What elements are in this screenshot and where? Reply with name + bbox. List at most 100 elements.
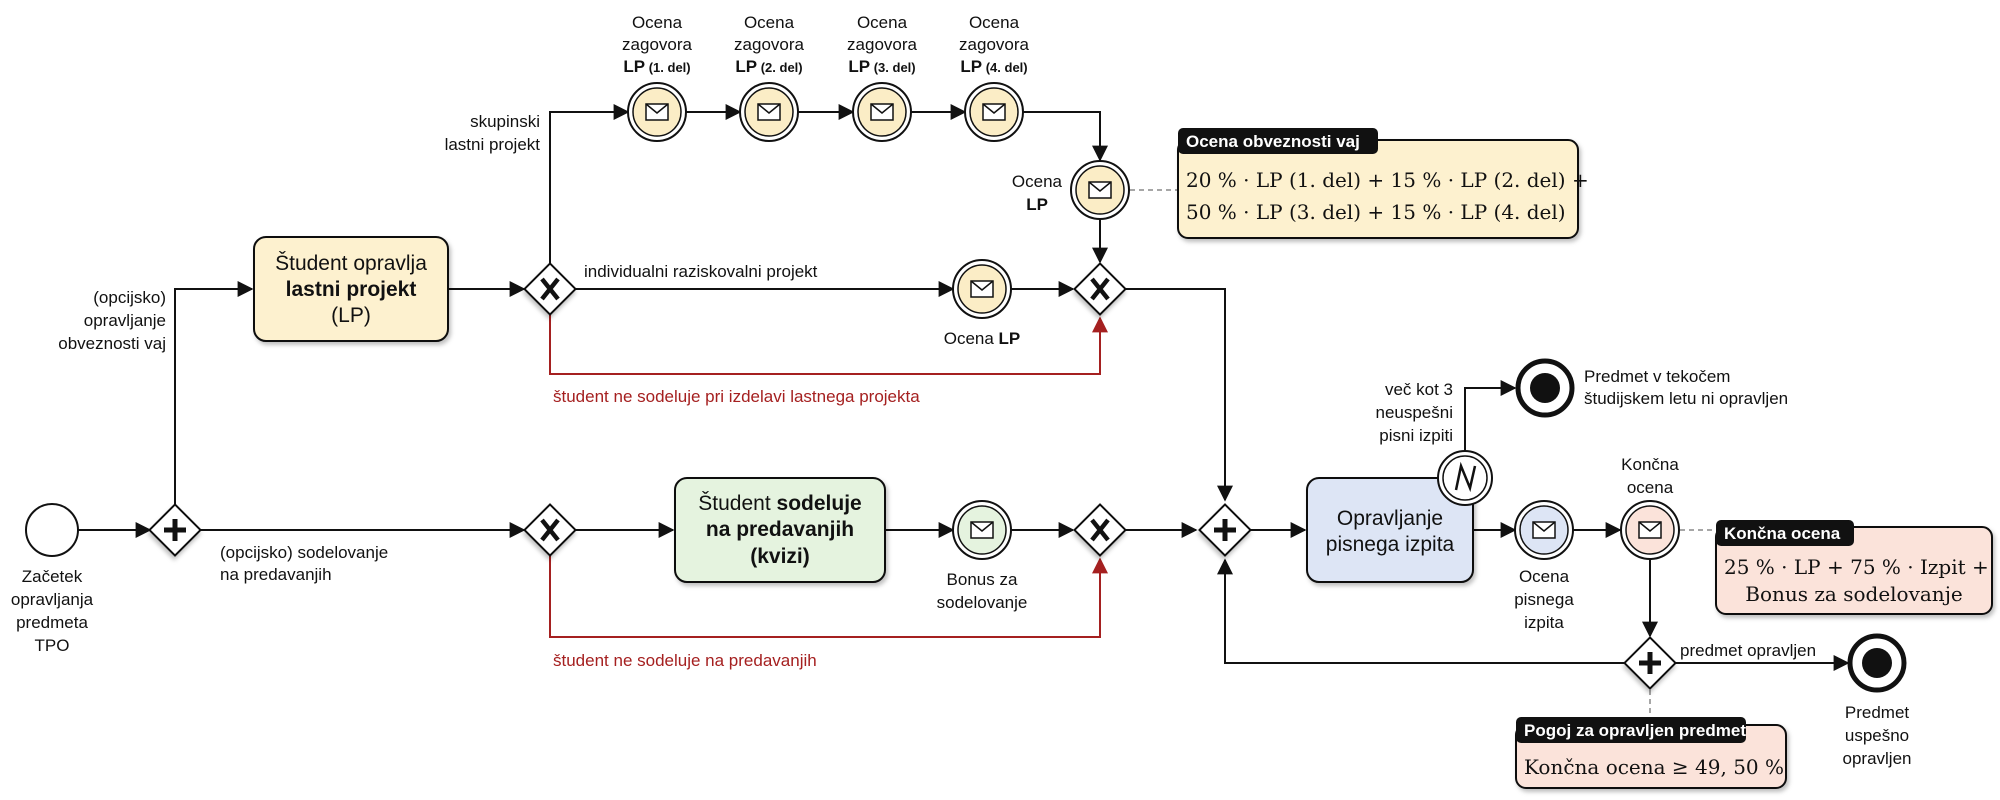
- svg-text:LP (2. del): LP (2. del): [735, 57, 802, 76]
- label-opt-lectures: (opcijsko) sodelovanje na predavanjih: [220, 543, 388, 584]
- svg-text:Ocena: Ocena: [969, 13, 1020, 32]
- parallel-gateway-split[interactable]: [148, 503, 202, 557]
- event-exam-grade[interactable]: [1514, 500, 1574, 560]
- svg-text:Ocena: Ocena: [632, 13, 683, 32]
- flow-xor-to-group: [549, 104, 630, 264]
- task-project[interactable]: Študent opravlja lastni projekt (LP): [253, 236, 449, 342]
- svg-text:(opcijsko) sodelovanje: (opcijsko) sodelovanje: [220, 543, 388, 562]
- annotation-obligations-title: Ocena obveznosti vaj: [1186, 132, 1360, 151]
- x-icon: [540, 518, 560, 542]
- envelope-icon: [982, 103, 1006, 121]
- end-event-pass[interactable]: [1847, 633, 1907, 693]
- svg-text:LP (1. del): LP (1. del): [623, 57, 690, 76]
- x-icon: [1090, 518, 1110, 542]
- svg-text:pisni izpiti: pisni izpiti: [1379, 426, 1453, 445]
- label-end-fail: Predmet v tekočem študijskem letu ni opr…: [1584, 367, 1788, 408]
- envelope-icon: [1638, 521, 1662, 539]
- svg-text:Ocena: Ocena: [1012, 172, 1063, 191]
- task-lectures-line3: (kvizi): [750, 545, 810, 568]
- envelope-icon: [870, 103, 894, 121]
- task-lectures[interactable]: Študent sodeluje na predavanjih (kvizi): [674, 477, 886, 583]
- label-start: Začetek opravljanja predmeta TPO: [11, 567, 94, 655]
- label-event-exam-grade: Ocena pisnega izpita: [1514, 567, 1574, 632]
- svg-text:Ocena: Ocena: [857, 13, 908, 32]
- event-lp3[interactable]: [852, 82, 912, 142]
- label-fail-exams: več kot 3 neuspešni pisni izpiti: [1375, 380, 1453, 445]
- associations: [1130, 189, 1716, 715]
- svg-text:več kot 3: več kot 3: [1385, 380, 1453, 399]
- label-event-lp-individual: Ocena LP: [944, 329, 1021, 348]
- flow-fail-to-end: [1464, 380, 1517, 454]
- task-exam[interactable]: Opravljanje pisnega izpita: [1306, 477, 1474, 583]
- svg-text:sodelovanje: sodelovanje: [937, 593, 1028, 612]
- svg-text:Začetek: Začetek: [22, 567, 83, 586]
- label-event-lp4: Ocena zagovora LP (4. del): [959, 13, 1029, 76]
- event-lp2[interactable]: [739, 82, 799, 142]
- svg-text:neuspešni: neuspešni: [1375, 403, 1453, 422]
- svg-text:na predavanjih: na predavanjih: [220, 565, 332, 584]
- task-exam-line1: Opravljanje: [1337, 507, 1443, 530]
- label-group-project: skupinski lastni projekt: [445, 112, 541, 154]
- xor-gateway-project[interactable]: [523, 262, 577, 316]
- svg-text:opravljanje: opravljanje: [84, 311, 166, 330]
- svg-text:študijskem letu ni opravljen: študijskem letu ni opravljen: [1584, 389, 1788, 408]
- svg-text:pisnega: pisnega: [1514, 590, 1574, 609]
- boundary-event-fail-exams[interactable]: [1437, 450, 1493, 506]
- svg-text:LP (3. del): LP (3. del): [848, 57, 915, 76]
- task-exam-line2: pisnega izpita: [1326, 533, 1455, 556]
- svg-text:Predmet v tekočem: Predmet v tekočem: [1584, 367, 1730, 386]
- label-event-lp3: Ocena zagovora LP (3. del): [847, 13, 917, 76]
- svg-text:zagovora: zagovora: [959, 35, 1029, 54]
- event-lp4[interactable]: [964, 82, 1024, 142]
- annotation-condition-line1: Končna ocena ≥ 49, 50 %: [1524, 755, 1784, 779]
- flow-no-lectures: [549, 555, 1108, 638]
- svg-text:Ocena: Ocena: [744, 13, 795, 32]
- end-event-fail[interactable]: [1515, 358, 1575, 418]
- flow-split-to-project: [174, 281, 254, 505]
- event-bonus[interactable]: [952, 500, 1012, 560]
- annotation-obligations: Ocena obveznosti vaj 20 % · LP (1. del) …: [1177, 128, 1589, 239]
- svg-text:obveznosti vaj: obveznosti vaj: [58, 334, 166, 353]
- flow-no-project: [549, 314, 1108, 375]
- envelope-icon: [1532, 521, 1556, 539]
- xor-gateway-project-merge[interactable]: [1073, 262, 1127, 316]
- event-lp1[interactable]: [627, 82, 687, 142]
- parallel-gateway-final[interactable]: [1623, 636, 1677, 690]
- annotation-obligations-line1: 20 % · LP (1. del) + 15 % · LP (2. del) …: [1186, 168, 1589, 192]
- label-event-final-grade: Končna ocena: [1621, 455, 1679, 497]
- label-event-lp1: Ocena zagovora LP (1. del): [622, 13, 692, 76]
- svg-text:ocena: ocena: [1627, 478, 1674, 497]
- plus-icon: [1214, 519, 1236, 541]
- svg-text:zagovora: zagovora: [622, 35, 692, 54]
- svg-text:uspešno: uspešno: [1845, 726, 1909, 745]
- task-project-line3: (LP): [331, 304, 371, 327]
- label-event-lp2: Ocena zagovora LP (2. del): [734, 13, 804, 76]
- n-icon: [1454, 461, 1477, 493]
- svg-text:Bonus za: Bonus za: [947, 570, 1018, 589]
- label-event-lp-total: Ocena LP: [1012, 172, 1063, 214]
- start-event[interactable]: [25, 503, 79, 557]
- event-final-grade[interactable]: [1620, 500, 1680, 560]
- svg-text:predmeta: predmeta: [16, 613, 88, 632]
- label-no-lectures: študent ne sodeluje na predavanjih: [553, 651, 817, 670]
- svg-text:izpita: izpita: [1524, 613, 1564, 632]
- parallel-gateway-join[interactable]: [1198, 503, 1252, 557]
- envelope-icon: [645, 103, 669, 121]
- xor-gateway-lectures[interactable]: [523, 503, 577, 557]
- svg-text:Končna: Končna: [1621, 455, 1679, 474]
- xor-gateway-lectures-merge[interactable]: [1073, 503, 1127, 557]
- svg-text:TPO: TPO: [35, 636, 70, 655]
- label-event-bonus: Bonus za sodelovanje: [937, 570, 1028, 612]
- task-lectures-line2: na predavanjih: [706, 518, 854, 541]
- label-individual-project: individualni raziskovalni projekt: [584, 262, 818, 281]
- envelope-icon: [757, 103, 781, 121]
- label-opt-obligations: (opcijsko) opravljanje obveznosti vaj: [58, 288, 166, 353]
- annotation-condition: Pogoj za opravljen predmet Končna ocena …: [1515, 717, 1787, 789]
- svg-text:zagovora: zagovora: [847, 35, 917, 54]
- task-lectures-line1: Študent sodeluje: [698, 492, 861, 515]
- event-lp-total[interactable]: [1070, 160, 1130, 220]
- svg-text:opravljen: opravljen: [1843, 749, 1912, 768]
- flow-lp4-to-lp-total: [1023, 111, 1108, 162]
- event-lp-individual[interactable]: [952, 259, 1012, 319]
